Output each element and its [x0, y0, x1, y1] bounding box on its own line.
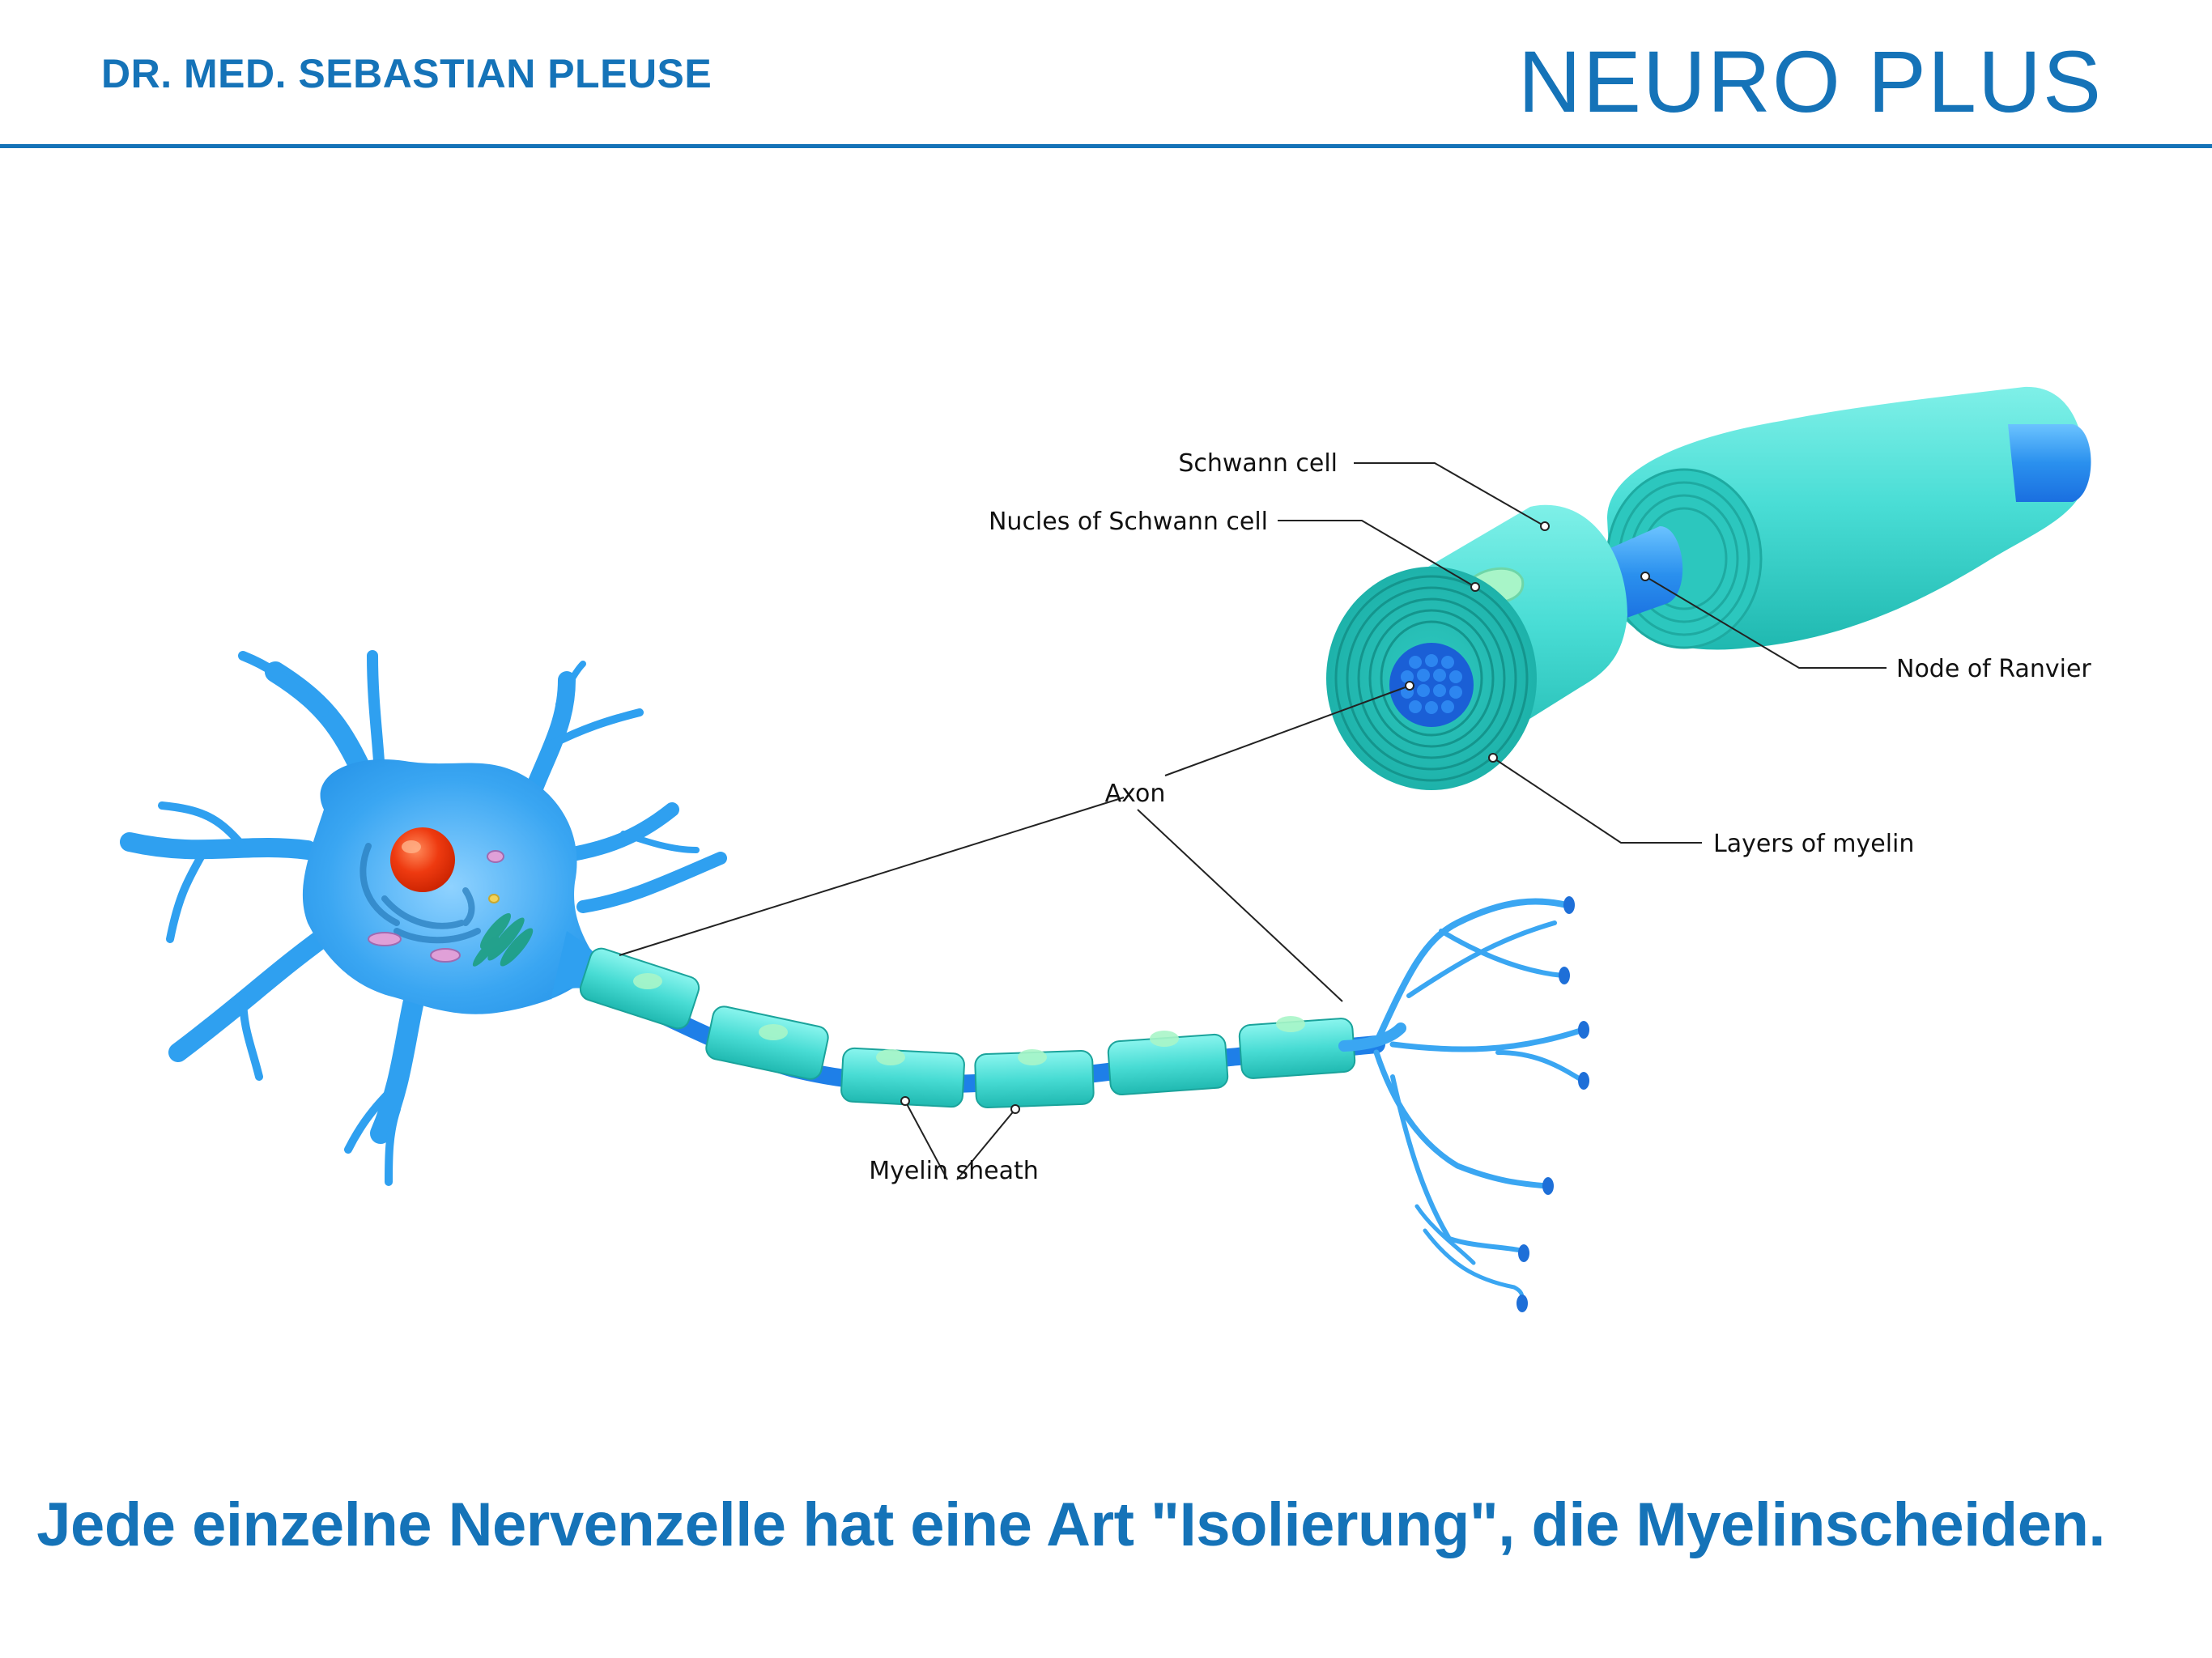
caption: Jede einzelne Nervenzelle hat eine Art "…: [36, 1490, 2105, 1559]
leader-dots: [900, 521, 1650, 1114]
myelin-segment: [579, 947, 700, 1030]
synaptic-boutons: [1516, 896, 1589, 1312]
distal-myelin-segment: [1606, 386, 2091, 650]
mitochondria: [368, 850, 504, 963]
schwann-nuclei: [633, 973, 1305, 1065]
label-layers-of-myelin: Layers of myelin: [1713, 830, 1914, 858]
soma: [302, 759, 599, 1014]
nucleus: [390, 827, 455, 892]
author-name: DR. MED. SEBASTIAN PLEUSE: [101, 51, 713, 96]
myelin-segment: [705, 1005, 829, 1080]
label-nucleus-schwann-cell: Nucles of Schwann cell: [989, 508, 1268, 536]
golgi-apparatus: [472, 912, 534, 967]
label-axon: Axon: [1105, 780, 1166, 808]
myelinated-axon: [579, 947, 1385, 1109]
label-schwann-cell: Schwann cell: [1178, 449, 1338, 478]
brand-logo-text: NEURO PLUS: [1517, 32, 2103, 130]
endoplasmic-reticulum: [359, 843, 481, 944]
label-myelin-sheath: Myelin sheath: [869, 1157, 1039, 1185]
myelin-segment: [840, 1047, 965, 1108]
label-node-of-ranvier: Node of Ranvier: [1896, 655, 2091, 683]
leader-lines: [619, 462, 1887, 1180]
myelin-segments: [579, 947, 1356, 1109]
header-divider: [0, 144, 2212, 148]
myelin-cross-section: [1326, 386, 2091, 790]
cross-section-face: [1326, 567, 1537, 790]
axon-terminals: [1338, 898, 1586, 1302]
neuron: [120, 650, 727, 1186]
